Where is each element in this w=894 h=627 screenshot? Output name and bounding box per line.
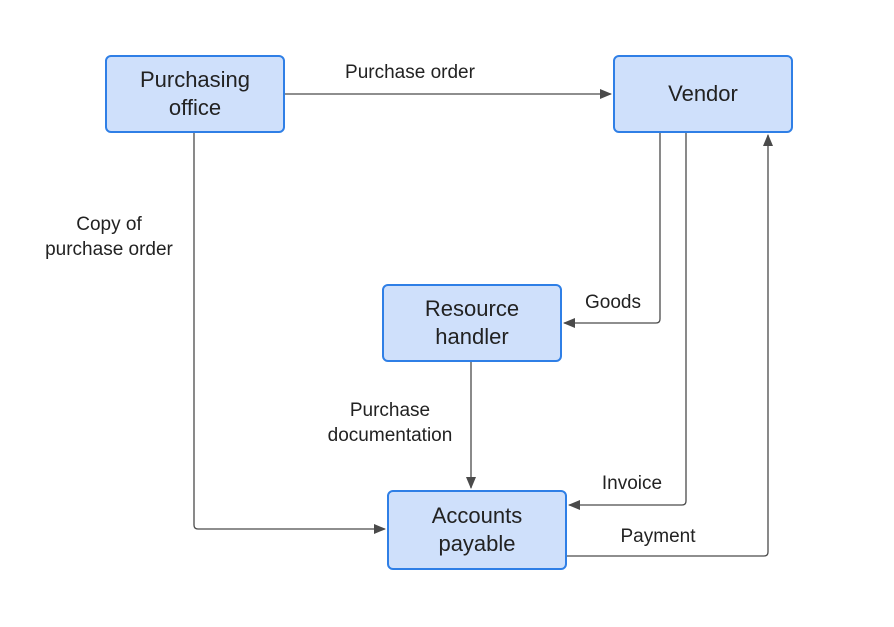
edge-copy-of-purchase-order (193, 133, 386, 534)
label-goods: Goods (585, 292, 641, 313)
label-invoice: Invoice (601, 473, 663, 494)
label-purchase-order: Purchase order (345, 62, 475, 83)
label-payment: Payment (620, 526, 696, 547)
label-copy-of-purchase-order: Copy of purchase order (45, 214, 173, 260)
node-vendor: Vendor (613, 55, 793, 133)
edge-payment (567, 134, 773, 557)
edge-invoice (568, 133, 687, 510)
node-accounts-payable: Accounts payable (387, 490, 567, 570)
edge-goods (563, 133, 661, 328)
label-purchase-documentation: Purchase documentation (327, 400, 453, 446)
node-purchasing-office: Purchasing office (105, 55, 285, 133)
node-resource-handler: Resource handler (382, 284, 562, 362)
